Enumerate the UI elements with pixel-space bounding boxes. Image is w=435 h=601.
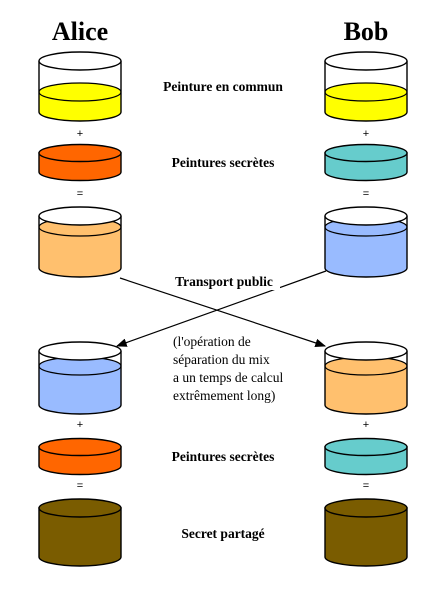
alice-received-mixture-cylinder-walls — [38, 351, 122, 415]
bob-mixture-cylinder-walls — [324, 216, 408, 278]
alice-shared-secret-cylinder-body — [38, 507, 122, 567]
bob-received-mixture-cylinder — [324, 341, 408, 415]
bob-shared-secret-cylinder-body — [324, 507, 408, 567]
note-line-1: (l'opération de — [173, 334, 251, 349]
bob-secret-paint-cylinder-2 — [324, 437, 408, 476]
bob-secret-paint-cylinder-top — [324, 143, 408, 163]
alice-received-mixture-cylinder-liquid — [39, 366, 121, 414]
bob-received-mixture-cylinder-walls — [324, 351, 408, 415]
alice-common-paint-cylinder — [38, 51, 122, 122]
bob-shared-secret-cylinder — [324, 498, 408, 567]
alice-mixture-cylinder-rim — [38, 206, 122, 226]
bob-mixture-cylinder-liquid — [325, 227, 407, 277]
shared-secret-label: Secret partagé — [181, 526, 264, 541]
secret-paints-label-2: Peintures secrètes — [172, 449, 275, 464]
alice-plus-symbol-1: + — [77, 128, 83, 140]
bob-common-paint-cylinder-walls — [324, 61, 408, 122]
bob-plus-symbol-1: + — [363, 128, 369, 140]
bob-equals-symbol-2: = — [363, 480, 369, 492]
secret-paints-label: Peintures secrètes — [172, 155, 275, 170]
alice-mixture-cylinder-walls — [38, 216, 122, 278]
bob-secret-paint-cylinder — [324, 143, 408, 182]
note-line-3: a un temps de calcul — [173, 370, 283, 385]
alice-mixture-cylinder — [38, 206, 122, 278]
bob-received-mixture-cylinder-liquid — [325, 366, 407, 414]
bob-plus-symbol-2: + — [363, 419, 369, 431]
common-paint-label: Peinture en commun — [163, 79, 283, 94]
bob-received-mixture-cylinder-rim — [324, 341, 408, 361]
alice-common-paint-cylinder-walls — [38, 61, 122, 122]
bob-to-alice-arrow — [115, 270, 327, 347]
bob-common-paint-cylinder-liquid-surface — [324, 82, 408, 102]
bob-secret-paint-cylinder-2-top — [324, 437, 408, 457]
note-line-2: séparation du mix — [173, 352, 270, 367]
alice-common-paint-cylinder-rim — [38, 51, 122, 71]
alice-received-mixture-cylinder-rim — [38, 341, 122, 361]
alice-secret-paint-cylinder-2 — [38, 437, 122, 476]
note-line-4: extrêmement long) — [173, 388, 275, 403]
alice-secret-paint-cylinder-2-top — [38, 437, 122, 457]
bob-equals-symbol-1: = — [363, 188, 369, 200]
public-transport-label: Transport public — [175, 274, 273, 289]
alice-plus-symbol-2: + — [77, 419, 83, 431]
alice-equals-symbol-1: = — [77, 188, 83, 200]
alice-to-bob-arrow — [119, 277, 327, 348]
alice-secret-paint-cylinder — [38, 143, 122, 182]
alice-received-mixture-cylinder — [38, 341, 122, 415]
alice-common-paint-cylinder-liquid-surface — [38, 82, 122, 102]
bob-mixture-cylinder — [324, 206, 408, 278]
bob-common-paint-cylinder-rim — [324, 51, 408, 71]
alice-mixture-cylinder-liquid — [39, 227, 121, 277]
alice-name: Alice — [52, 17, 108, 46]
alice-shared-secret-cylinder — [38, 498, 122, 567]
alice-shared-secret-cylinder-top — [38, 498, 122, 518]
bob-name: Bob — [344, 17, 389, 46]
bob-common-paint-cylinder — [324, 51, 408, 122]
public-transport-label-background — [168, 272, 280, 290]
bob-shared-secret-cylinder-top — [324, 498, 408, 518]
alice-equals-symbol-2: = — [77, 480, 83, 492]
alice-secret-paint-cylinder-top — [38, 143, 122, 163]
paint-containers — [38, 51, 408, 567]
bob-mixture-cylinder-rim — [324, 206, 408, 226]
